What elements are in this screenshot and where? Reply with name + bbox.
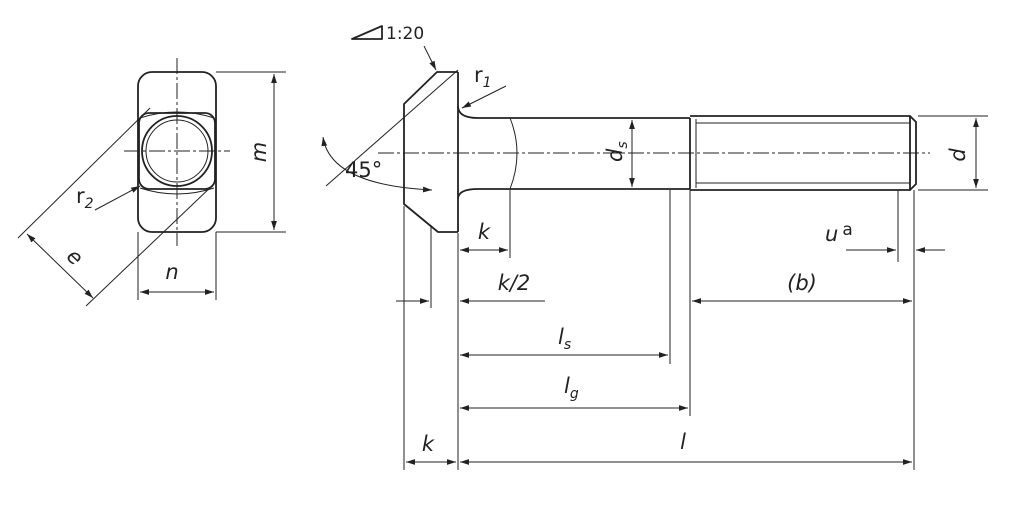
e-label: e <box>62 244 88 270</box>
k-half-label: k/2 <box>498 271 531 295</box>
taper-symbol-icon <box>351 25 383 40</box>
ls-label: ls <box>558 325 571 353</box>
r2-leader <box>94 185 141 211</box>
b-label: (b) <box>787 271 817 295</box>
k-bottom-label: k <box>422 432 435 456</box>
head-outline <box>403 71 458 233</box>
r1-leader <box>461 85 507 109</box>
r1-label: r1 <box>474 63 492 91</box>
k-top-label: k <box>478 220 491 244</box>
ds-label: ds <box>603 141 631 162</box>
e-dimension-line <box>26 233 94 299</box>
angle-label: 45° <box>345 158 382 182</box>
d-label: d <box>946 148 970 162</box>
n-label: n <box>165 260 178 284</box>
side-view: 1:20 r1 45° ds <box>321 24 988 470</box>
thread-end-chamfer <box>909 115 917 191</box>
r2-label: r2 <box>76 184 94 212</box>
neck-top <box>457 105 479 119</box>
end-view: m n e r2 <box>17 58 286 307</box>
taper-ratio: 1:20 <box>386 24 424 44</box>
lg-label: lg <box>564 374 579 402</box>
angle-arc <box>321 136 433 193</box>
l-label: l <box>680 430 686 454</box>
m-label: m <box>247 142 271 162</box>
taper-leader <box>423 45 437 71</box>
neck-bottom <box>457 188 479 200</box>
